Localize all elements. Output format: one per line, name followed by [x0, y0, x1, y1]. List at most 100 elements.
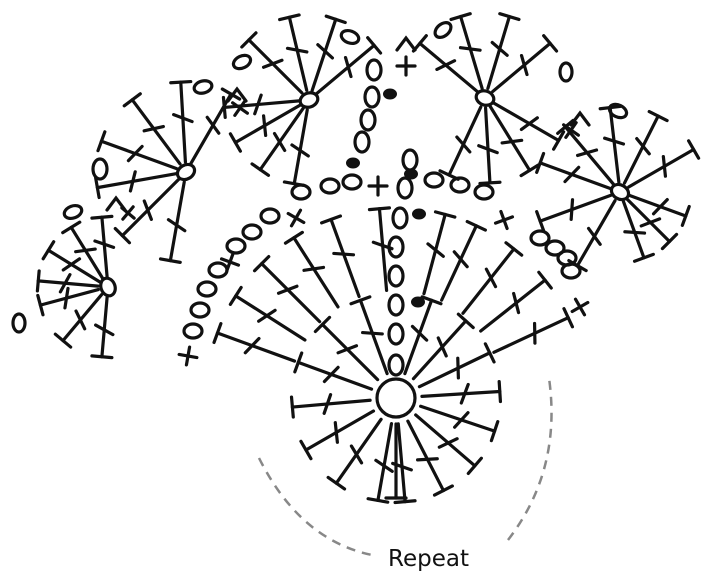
picot-mark — [105, 195, 127, 212]
stitch-top-bar — [293, 351, 304, 374]
stitch-top-bar — [542, 34, 559, 53]
stitch-top-bar — [349, 295, 372, 306]
stitch-stem — [222, 99, 301, 110]
stitch-tick — [142, 199, 153, 221]
repeat-bracket-line — [257, 377, 553, 557]
stitch-stem — [69, 225, 105, 281]
stitch-tick — [639, 217, 662, 228]
magic-ring — [375, 377, 417, 419]
stitch-stem — [420, 389, 502, 398]
stitch-top-bar — [320, 214, 343, 225]
stitch-top-bar — [483, 342, 496, 364]
stitch-tick — [74, 247, 97, 254]
stitch-stem — [292, 108, 309, 186]
stitch-top-bar — [113, 226, 132, 245]
stitch-top-bar — [393, 499, 417, 505]
stitch-top-bar — [299, 439, 313, 461]
chain-stitch — [182, 322, 204, 340]
stitch-symbols — [11, 12, 701, 505]
stitch-stem — [290, 398, 372, 409]
picot-mark — [395, 35, 417, 52]
stitch-stem — [100, 215, 109, 279]
chain-stitch — [196, 280, 218, 298]
stitch-stem — [608, 105, 621, 184]
stitch-tick — [453, 411, 470, 429]
stitch-stem — [447, 105, 483, 177]
stitch-tick — [74, 309, 87, 331]
stitch-tick — [126, 144, 144, 163]
stitch-top-bar — [278, 13, 301, 22]
stitch-tick — [519, 116, 539, 132]
stitch-tick — [322, 393, 333, 415]
single-crochet-stroke — [121, 205, 135, 221]
stitch-stem — [627, 193, 688, 218]
stitch-stem — [563, 125, 616, 186]
stitch-top-bar — [61, 220, 82, 235]
stitch-stem — [329, 217, 361, 299]
stitch-tick — [374, 458, 394, 473]
stitch-tick — [257, 308, 277, 323]
stitch-tick — [261, 58, 284, 69]
stitch-tick — [623, 230, 647, 235]
chain-stitch — [387, 322, 405, 346]
stitch-tick — [651, 198, 669, 216]
stitch-stem — [625, 197, 672, 244]
stitch-top-bar — [687, 139, 701, 160]
stitch-top-bar — [221, 95, 227, 119]
chain-stitch — [474, 89, 496, 107]
stitch-tick — [661, 154, 668, 178]
slip-stitch — [383, 88, 397, 100]
stitch-top-bar — [433, 210, 457, 219]
stitch-top-bar — [535, 210, 546, 233]
chain-stitch — [387, 353, 405, 377]
stitch-top-bar — [36, 293, 45, 317]
stitch-stem — [621, 199, 646, 260]
chain-stitch — [387, 293, 405, 317]
chain-stitch — [341, 173, 363, 191]
chain-stitch — [544, 239, 566, 257]
stitch-tick — [253, 93, 263, 116]
stitch-tick — [285, 46, 309, 54]
stitch-top-bar — [497, 379, 503, 404]
stitch-tick — [261, 114, 268, 138]
stitch-top-bar — [212, 322, 223, 345]
stitch-tick — [361, 330, 384, 336]
stitch-tick — [93, 239, 116, 249]
stitch-tick — [426, 242, 445, 258]
stitch-tick — [142, 124, 165, 133]
chain-stitch — [401, 148, 419, 172]
single-crochet-stroke — [564, 121, 578, 139]
stitch-tick — [586, 226, 602, 246]
stitch-stem — [258, 106, 305, 172]
stitch-stem — [403, 298, 434, 376]
stitch-tick — [166, 218, 187, 233]
stitch-top-bar — [367, 206, 392, 212]
stitch-stem — [479, 278, 547, 333]
single-crochet — [367, 175, 389, 197]
stitch-tick — [172, 113, 194, 124]
stitch-stem — [315, 43, 376, 96]
stitch-stem — [418, 41, 479, 94]
single-crochet — [231, 99, 249, 117]
stitch-tick — [459, 382, 470, 405]
chain-stitch — [473, 183, 495, 201]
stitch-top-bar — [438, 169, 460, 181]
single-crochet — [570, 297, 590, 317]
stitch-top-bar — [252, 254, 271, 273]
stitch-top-bar — [35, 269, 41, 293]
single-crochet-stroke — [499, 209, 509, 231]
stitch-tick — [243, 336, 261, 355]
slip-stitch — [404, 168, 418, 180]
chain-stitch — [62, 203, 84, 221]
stitch-tick — [58, 273, 72, 294]
stitch-stem — [296, 360, 374, 391]
stitch-top-bar — [169, 79, 193, 85]
slip-stitch — [346, 157, 360, 169]
stitch-top-bar — [90, 354, 114, 360]
stitch-stem — [422, 212, 447, 296]
stitch-top-bar — [537, 270, 553, 290]
chain-stitch — [99, 276, 117, 298]
stitch-top-bar — [498, 12, 521, 22]
stitch-stem — [100, 295, 109, 359]
